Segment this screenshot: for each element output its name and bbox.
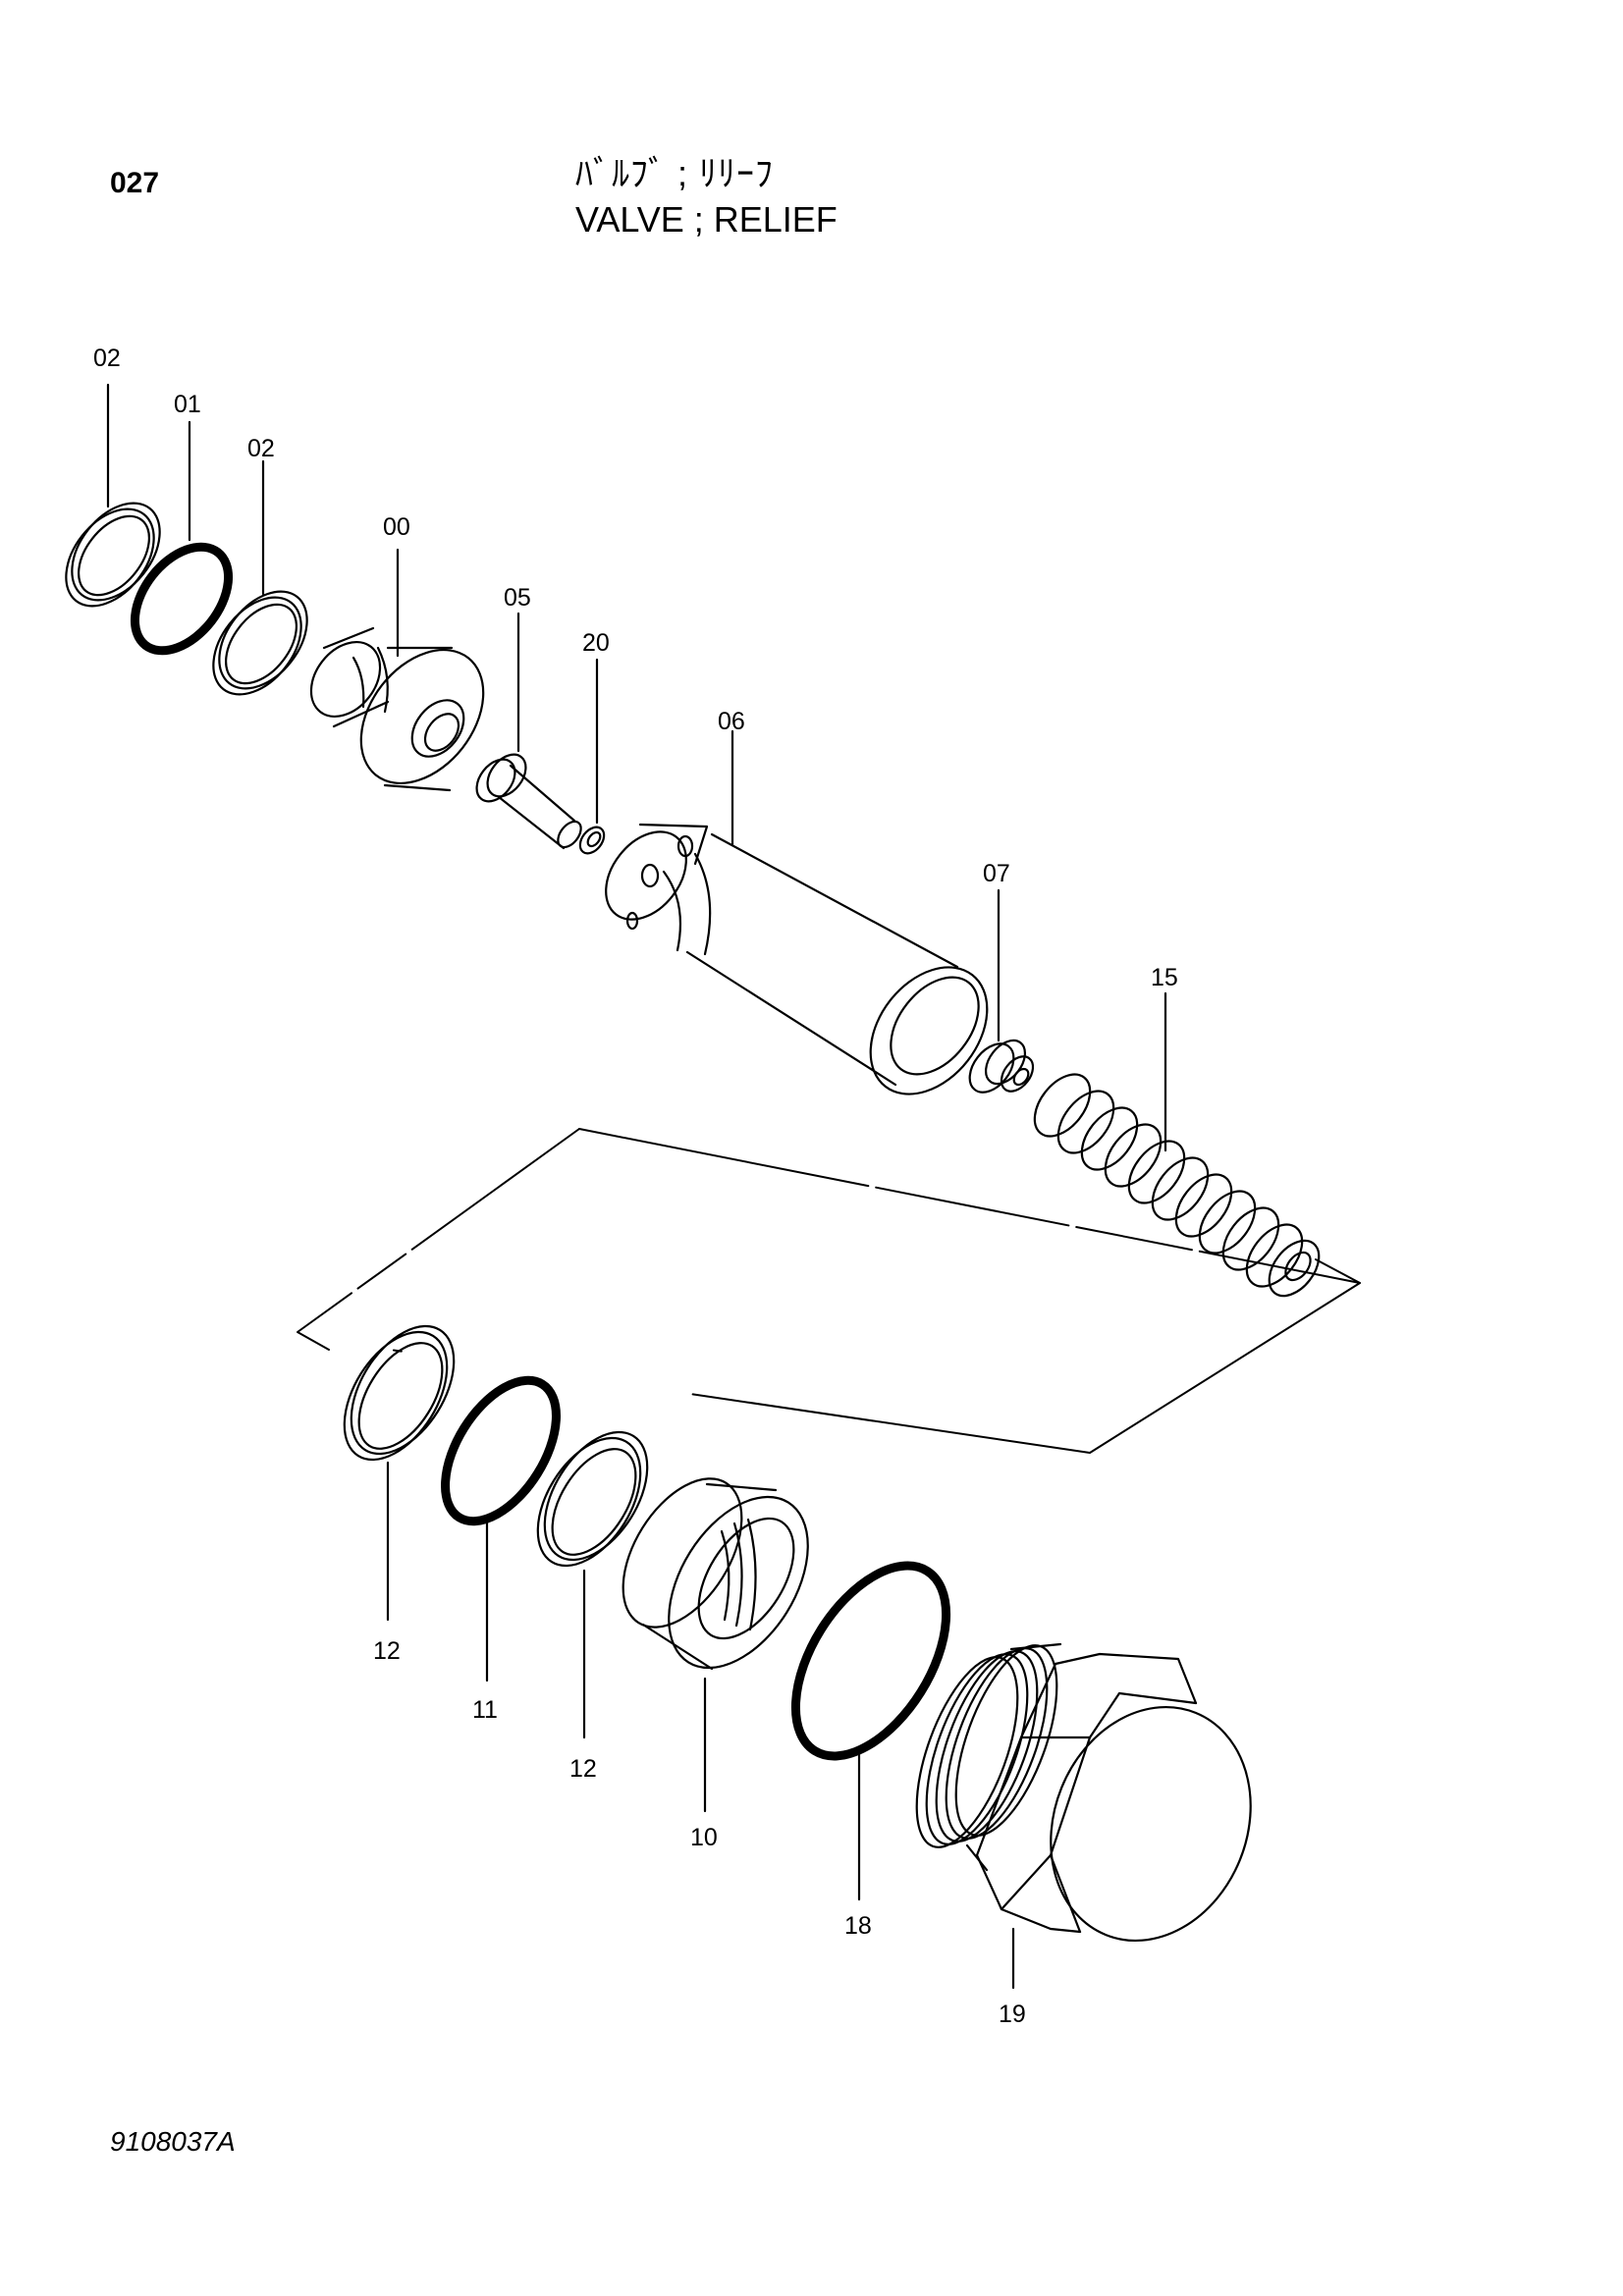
part-10-nut (622, 1477, 809, 1671)
callout-02a: 02 (93, 345, 121, 372)
part-12-backup-ring-b (536, 1430, 649, 1568)
part-06-piston (605, 823, 989, 1095)
part-20-small-ring (578, 826, 606, 855)
callout-01: 01 (174, 391, 201, 418)
callout-02b: 02 (247, 435, 275, 462)
title-japanese: ﾊﾞﾙﾌﾞ ; ﾘﾘｰﾌ (575, 153, 775, 193)
callout-20: 20 (582, 629, 610, 657)
callout-18: 18 (844, 1912, 872, 1940)
part-02-backup-ring-b (212, 590, 308, 696)
part-18-o-ring (790, 1561, 951, 1761)
page-code: 027 (110, 167, 160, 199)
callout-10: 10 (690, 1824, 718, 1851)
part-19-plug (915, 1642, 1252, 1943)
part-15-spring (1033, 1073, 1321, 1298)
callout-19: 19 (999, 2001, 1026, 2028)
part-12-backup-ring-a (343, 1324, 456, 1462)
part-05-poppet (475, 753, 582, 850)
assembly-bracket-dashed (297, 1128, 1361, 1454)
part-07-spring-seat (968, 1039, 1035, 1094)
callout-05: 05 (504, 584, 531, 612)
part-02-backup-ring-a (65, 502, 161, 608)
part-11-o-ring (441, 1375, 561, 1526)
callout-11: 11 (472, 1696, 498, 1724)
callout-06: 06 (718, 708, 745, 735)
part-01-o-ring (130, 542, 234, 656)
drawing-number: 9108037A (110, 2126, 236, 2157)
callout-15: 15 (1151, 964, 1178, 991)
part-00-sleeve (309, 626, 485, 792)
callout-12b: 12 (569, 1755, 597, 1783)
callout-07: 07 (983, 860, 1010, 887)
callout-00: 00 (383, 513, 410, 541)
callout-12a: 12 (373, 1637, 401, 1665)
title-english: VALVE ; RELIEF (575, 199, 838, 240)
